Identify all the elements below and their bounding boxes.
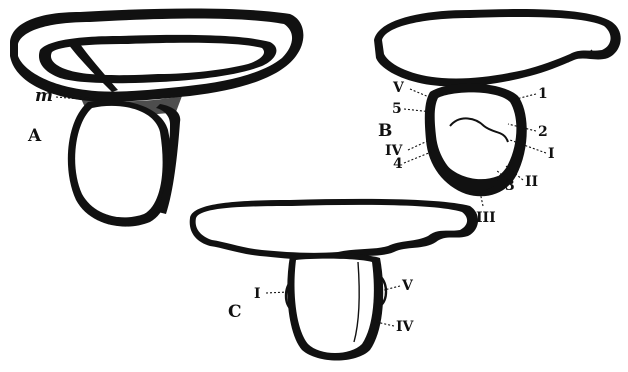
figure-b-label-III: III [476, 210, 496, 226]
figure-c-label-I: I [254, 286, 261, 302]
figure-b-label-5: 5 [392, 101, 402, 117]
figure-b-label-I: I [548, 146, 555, 162]
figure-a-yolk-sac [75, 106, 162, 218]
figure-c: C I V IV [190, 199, 478, 361]
figure-b-label-3: 3 [505, 178, 515, 194]
figure-b-label-4: 4 [393, 156, 403, 172]
figure-b-label-II: II [525, 174, 538, 190]
figure-c-label-V: V [401, 278, 414, 294]
figure-c-letter: C [228, 302, 242, 322]
figure-b-letter: B [378, 121, 392, 141]
figure-a: A m [10, 9, 303, 227]
figure-b-label-2: 2 [538, 124, 548, 140]
figure-a-letter: A [27, 126, 42, 146]
figure-b-cap [382, 17, 611, 79]
figure-a-label-m: m [35, 86, 53, 106]
figure-b-label-V: V [392, 80, 405, 96]
figure-c-leader-I [266, 292, 288, 293]
figure-c-body [295, 259, 374, 353]
figure-c-label-IV: IV [396, 319, 415, 335]
figure-b: B V 5 IV 4 1 2 I II 3 III [374, 9, 621, 226]
figure-b-label-1: 1 [538, 86, 548, 102]
